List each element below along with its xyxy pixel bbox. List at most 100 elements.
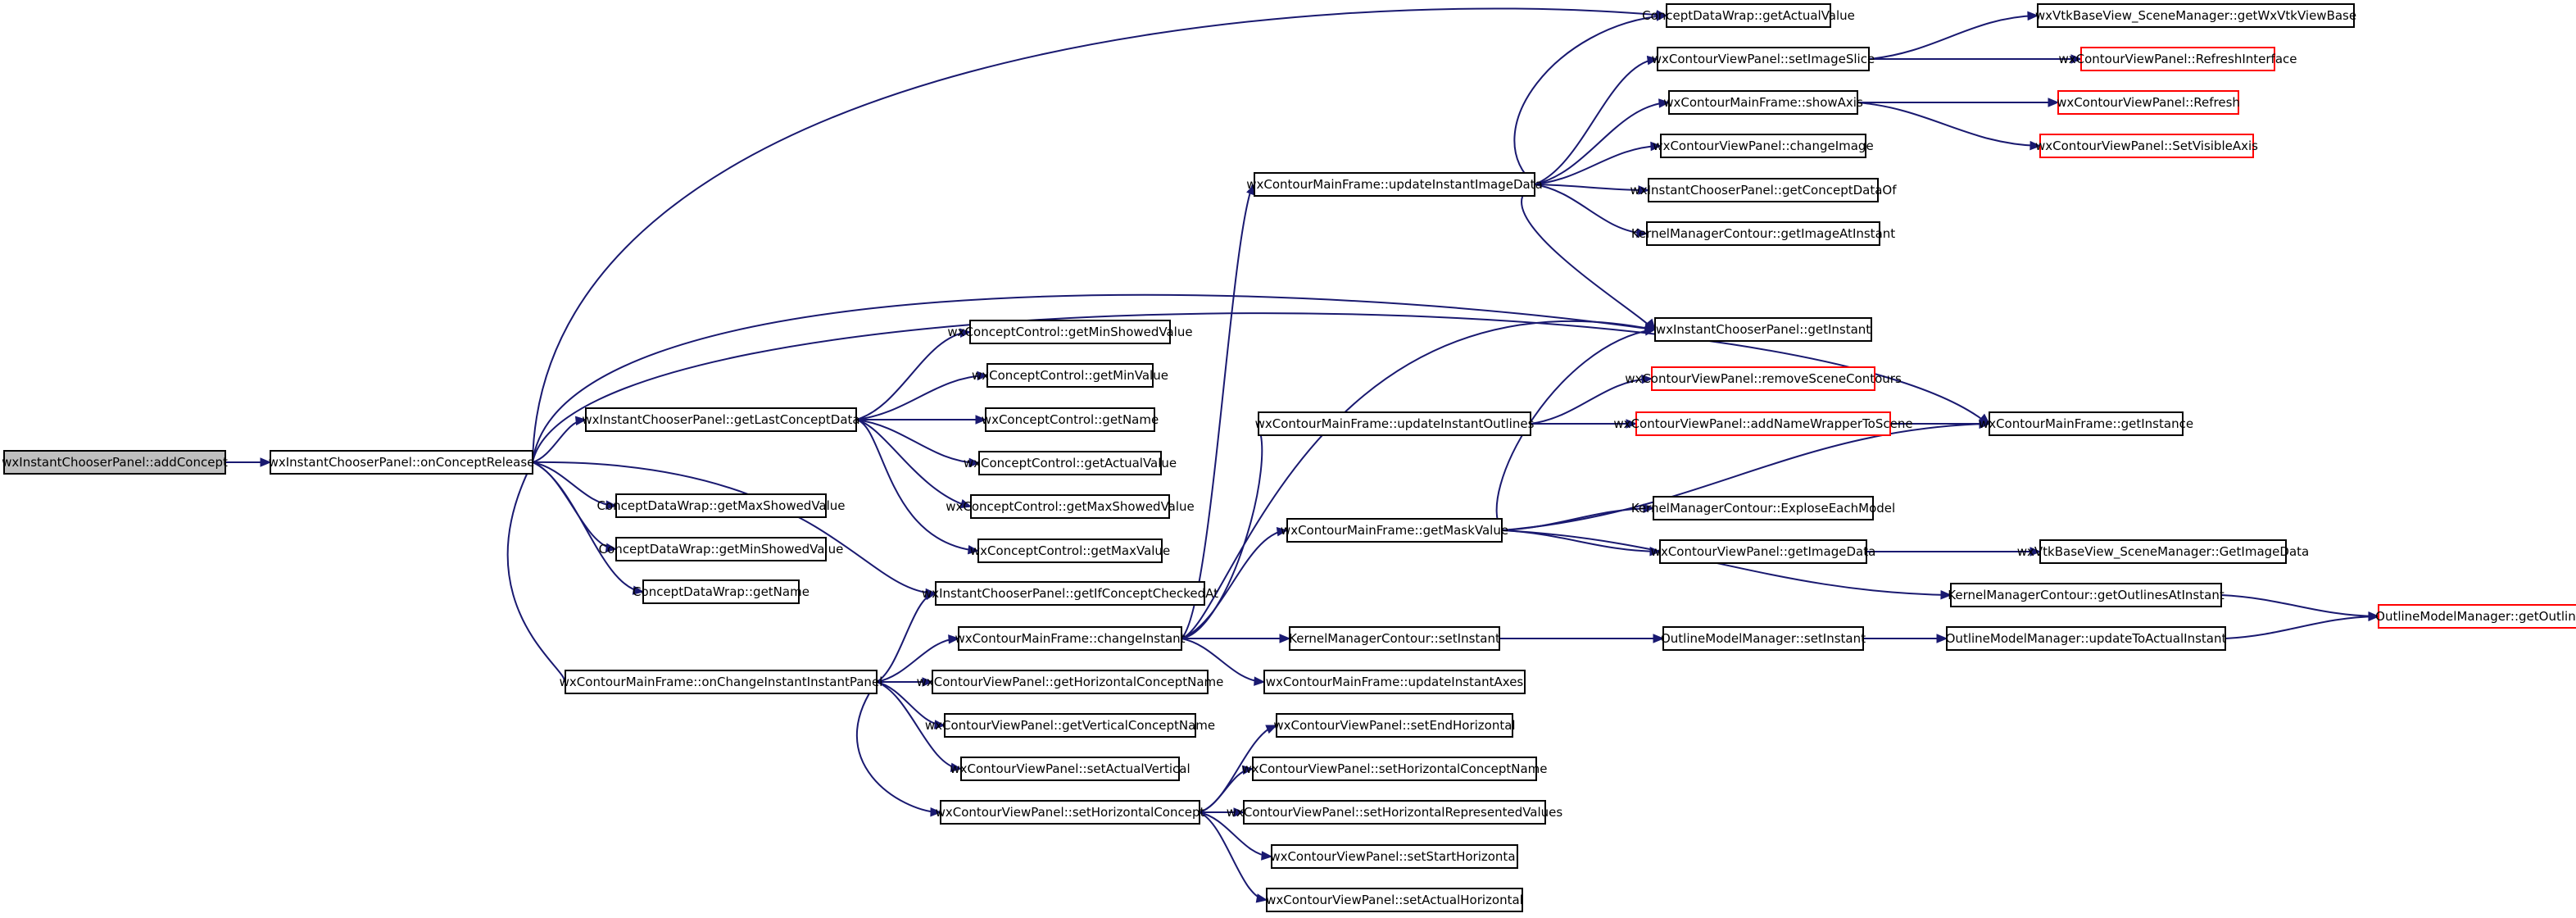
node-n33[interactable]: KernelManagerContour::getOutlinesAtInsta… <box>1948 583 2225 607</box>
node-n45[interactable]: wxContourViewPanel::setActualVertical <box>950 757 1190 781</box>
edge-n39-to-n42-arrowhead <box>934 720 946 729</box>
node-label: wxInstantChooserPanel::getLastConceptDat… <box>582 412 859 427</box>
node-n1[interactable]: wxInstantChooserPanel::onConceptRelease <box>269 450 535 475</box>
edge-n46-to-n48-arrowhead <box>1261 851 1273 861</box>
node-box <box>1666 3 1831 28</box>
node-label: wxContourViewPanel::setEndHorizontal <box>1273 718 1515 733</box>
node-box <box>565 670 878 694</box>
node-n47[interactable]: wxContourViewPanel::setHorizontalReprese… <box>1227 800 1563 825</box>
node-n39[interactable]: wxContourMainFrame::onChangeInstantInsta… <box>560 670 883 694</box>
node-label: wxContourViewPanel::changeImage <box>1653 139 1873 153</box>
edge-n35-to-n13 <box>1181 320 1654 639</box>
node-n41[interactable]: wxContourMainFrame::updateInstantAxes <box>1263 670 1526 694</box>
node-n17[interactable]: wxInstantChooserPanel::getLastConceptDat… <box>582 407 860 432</box>
node-label: wxContourViewPanel::setHorizontalConcept… <box>1241 761 1547 776</box>
node-n48[interactable]: wxContourViewPanel::setStartHorizontal <box>1270 844 1519 869</box>
node-label: wxContourMainFrame::getInstance <box>1979 416 2193 431</box>
node-label: ConceptDataWrap::getActualValue <box>1642 8 1855 23</box>
edge-n36-to-n37-arrowhead <box>1653 634 1665 643</box>
node-label: ConceptDataWrap::getMaxShowedValue <box>596 498 845 513</box>
node-n24[interactable]: wxConceptControl::getMaxShowedValue <box>946 494 1195 519</box>
node-n26[interactable]: wxContourMainFrame::getMaskValue <box>1281 518 1508 543</box>
edge-n1-to-n39 <box>506 461 565 683</box>
node-n38[interactable]: OutlineModelManager::updateToActualInsta… <box>1946 626 2227 651</box>
node-n36[interactable]: KernelManagerContour::setInstant <box>1289 626 1500 651</box>
node-n28[interactable]: wxConceptControl::getMaxValue <box>970 539 1170 563</box>
edge-n10-to-n13 <box>1521 184 1654 330</box>
node-n2[interactable]: ConceptDataWrap::getActualValue <box>1642 3 1855 28</box>
node-box <box>958 626 1182 651</box>
edge-n19-to-n16 <box>1530 378 1651 425</box>
node-n42[interactable]: wxContourViewPanel::getVerticalConceptNa… <box>925 713 1215 738</box>
edge-n17-to-n14-arrowhead <box>959 328 972 338</box>
node-n23[interactable]: ConceptDataWrap::getMaxShowedValue <box>596 493 846 518</box>
node-n13[interactable]: wxInstantChooserPanel::getInstant <box>1654 317 1872 342</box>
node-n31[interactable]: ConceptDataWrap::getName <box>633 579 810 604</box>
node-box <box>935 581 1205 606</box>
node-n12[interactable]: KernelManagerContour::getImageAtInstant <box>1631 221 1895 246</box>
node-n3[interactable]: wxContourViewPanel::setImageSlice <box>1652 47 1875 71</box>
node-box <box>2039 539 2287 564</box>
node-n35[interactable]: wxContourMainFrame::changeInstant <box>955 626 1186 651</box>
node-n44[interactable]: wxContourViewPanel::setHorizontalConcept… <box>1241 757 1548 781</box>
node-n10[interactable]: wxContourMainFrame::updateInstantImageDa… <box>1246 172 1543 197</box>
edge-n1-to-n32 <box>532 461 935 594</box>
node-box <box>1289 626 1500 651</box>
node-box <box>3 450 226 475</box>
node-n6[interactable]: wxContourMainFrame::showAxis <box>1663 90 1863 115</box>
edge-n46-to-n43-arrowhead <box>1265 725 1278 734</box>
edge-n1-to-n21 <box>532 312 1989 463</box>
node-n8[interactable]: wxContourViewPanel::SetVisibleAxis <box>2035 134 2258 158</box>
node-box <box>944 713 1196 738</box>
node-n11[interactable]: wxInstantChooserPanel::getConceptDataOf <box>1630 178 1897 202</box>
node-n18[interactable]: wxConceptControl::getName <box>982 407 1159 432</box>
node-label: wxContourViewPanel::setHorizontalConcept <box>936 805 1205 820</box>
edge-n1-to-n23-arrowhead <box>605 500 618 510</box>
node-box <box>940 800 1200 825</box>
node-label: wxConceptControl::getMinValue <box>972 368 1168 383</box>
node-n32[interactable]: wxInstantChooserPanel::getIfConceptCheck… <box>922 581 1218 606</box>
edge-n17-to-n22 <box>855 419 978 464</box>
node-box <box>270 450 533 475</box>
edge-n3-to-n4 <box>1868 15 2037 60</box>
node-box <box>978 451 1162 475</box>
node-n46[interactable]: wxContourViewPanel::setHorizontalConcept <box>936 800 1205 825</box>
node-n16[interactable]: wxContourViewPanel::removeSceneContours <box>1625 366 1902 391</box>
node-n25[interactable]: KernelManagerContour::ExploseEachModel <box>1631 496 1895 520</box>
node-n43[interactable]: wxContourViewPanel::setEndHorizontal <box>1273 713 1516 738</box>
node-label: wxContourViewPanel::getVerticalConceptNa… <box>925 718 1215 733</box>
edge-n46-to-n47-arrowhead <box>1233 807 1245 817</box>
node-n22[interactable]: wxConceptControl::getActualValue <box>964 451 1177 475</box>
node-label: KernelManagerContour::getImageAtInstant <box>1631 226 1895 241</box>
edge-n1-to-n2 <box>532 7 1666 463</box>
node-label: wxContourMainFrame::changeInstant <box>955 631 1185 646</box>
node-n49[interactable]: wxContourViewPanel::setActualHorizontal <box>1266 888 1523 912</box>
edge-n35-to-n41-arrowhead <box>1254 676 1266 686</box>
call-edges <box>224 7 2380 903</box>
node-box <box>985 407 1155 432</box>
node-n7[interactable]: wxContourViewPanel::Refresh <box>2057 90 2240 115</box>
node-label: wxContourViewPanel::removeSceneContours <box>1625 371 1902 386</box>
node-n37[interactable]: OutlineModelManager::setInstant <box>1661 626 1866 651</box>
node-n4[interactable]: wxVtkBaseView_SceneManager::getWxVtkView… <box>2035 3 2356 28</box>
node-n27[interactable]: ConceptDataWrap::getMinShowedValue <box>599 537 844 561</box>
node-n30[interactable]: wxVtkBaseView_SceneManager::GetImageData <box>2017 539 2309 564</box>
node-n15[interactable]: wxConceptControl::getMinValue <box>972 363 1168 388</box>
node-n29[interactable]: wxContourViewPanel::getImageData <box>1651 539 1876 564</box>
node-label: KernelManagerContour::setInstant <box>1289 631 1500 646</box>
edge-n17-to-n24-arrowhead <box>959 499 973 509</box>
edge-n1-to-n17-arrowhead <box>574 416 587 426</box>
node-n9[interactable]: wxContourViewPanel::changeImage <box>1653 134 1874 158</box>
edge-n1-to-n31 <box>532 461 642 593</box>
node-n19[interactable]: wxContourMainFrame::updateInstantOutline… <box>1255 411 1535 436</box>
node-n20[interactable]: wxContourViewPanel::addNameWrapperToScen… <box>1613 411 1913 436</box>
node-label: wxContourViewPanel::getHorizontalConcept… <box>917 675 1224 689</box>
node-n5[interactable]: wxContourViewPanel::RefreshInterface <box>2058 47 2297 71</box>
node-label: wxContourViewPanel::setStartHorizontal <box>1270 849 1518 864</box>
node-box <box>1660 134 1866 158</box>
node-label: wxContourMainFrame::getMaskValue <box>1281 523 1508 538</box>
node-n34[interactable]: OutlineModelManager::getOutlinesAtInstan… <box>2375 604 2576 629</box>
node-n14[interactable]: wxConceptControl::getMinShowedValue <box>947 320 1193 344</box>
node-n21[interactable]: wxContourMainFrame::getInstance <box>1979 411 2193 436</box>
node-n40[interactable]: wxContourViewPanel::getHorizontalConcept… <box>917 670 1224 694</box>
